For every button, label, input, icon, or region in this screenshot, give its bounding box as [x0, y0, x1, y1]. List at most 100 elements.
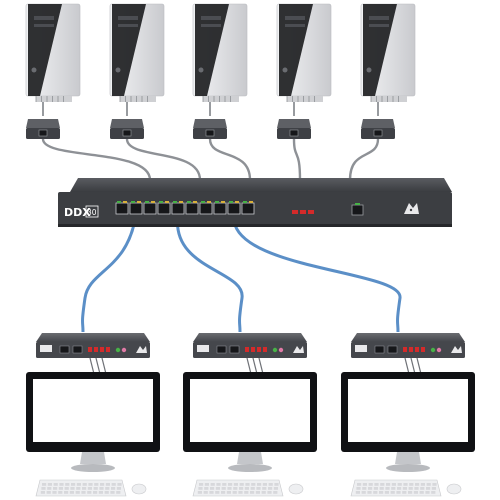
tower-base: [287, 96, 323, 102]
keyboard-key: [197, 491, 202, 494]
port-led: [151, 201, 155, 203]
transmitter-top: [110, 119, 144, 128]
transmitter-port: [205, 129, 215, 137]
monitors: [26, 372, 475, 472]
keyboard-key: [419, 491, 424, 494]
tower-base: [36, 96, 72, 102]
keyboard-key: [420, 483, 425, 486]
port-led: [179, 201, 183, 203]
tower-power-button: [31, 67, 37, 73]
tower-drive-bay: [201, 24, 221, 27]
keyboard-key: [53, 487, 58, 490]
receiver-port: [387, 345, 398, 354]
keyboard-key: [64, 487, 69, 490]
cpu-transmitter-icon: [26, 102, 60, 139]
keyboard-key: [420, 487, 425, 490]
switch-model-label: 30: [87, 208, 97, 217]
switch-brand-label: DDX: [64, 206, 91, 219]
keyboard-key: [368, 483, 373, 486]
mouse-icon: [131, 483, 147, 495]
keyboard-key: [426, 487, 431, 490]
matrix-switch: DDX 30: [58, 178, 452, 227]
receiver-usb-port: [403, 347, 407, 352]
keyboard-key: [53, 483, 58, 486]
keyboard-key: [403, 483, 408, 486]
desktop-tower-icon: [360, 3, 416, 102]
keyboard-key: [379, 491, 384, 494]
keyboard-key: [431, 491, 436, 494]
keyboard-key: [47, 487, 52, 490]
cpu-transmitter-icon: [361, 102, 395, 139]
rj45-port-icon: [199, 202, 213, 215]
keyboard-key: [232, 491, 237, 494]
keyboard-key: [204, 487, 209, 490]
cpu-cable: [208, 138, 252, 181]
tower-drive-bay: [118, 16, 138, 20]
mouse-body: [446, 483, 462, 495]
keyboard-key: [357, 483, 362, 486]
keyboard-key: [105, 483, 110, 486]
brand-logo-icon: [404, 203, 419, 214]
switch-port-row: [115, 201, 255, 215]
cpu-transmitter-icon: [110, 102, 144, 139]
port-led: [137, 201, 141, 203]
switch-front-panel: [58, 192, 452, 226]
receiver-lead: [89, 357, 95, 375]
transmitter-port: [373, 129, 383, 137]
keyboard-key: [408, 487, 413, 490]
keyboard-key: [40, 491, 45, 494]
keyboard-key: [244, 491, 249, 494]
cpu-transmitters: [26, 102, 395, 139]
rj45-port-icon: [213, 202, 227, 215]
keyboard-key: [380, 483, 385, 486]
keyboard-key: [99, 487, 104, 490]
keyboard-key: [215, 487, 220, 490]
receiver-usb-port: [415, 347, 419, 352]
keyboard-key: [87, 491, 92, 494]
keyboard-key: [59, 483, 64, 486]
receiver-lead: [416, 357, 422, 375]
port-led: [145, 201, 149, 203]
port-led: [187, 201, 191, 203]
keyboards-and-mice: [35, 479, 462, 497]
desktop-tower-icon: [25, 3, 81, 102]
keyboard-key: [409, 483, 414, 486]
keyboard-key: [226, 491, 231, 494]
keyboard-key: [425, 491, 430, 494]
keyboard-key: [233, 487, 238, 490]
keyboard-key: [397, 487, 402, 490]
keyboard-key: [239, 487, 244, 490]
rj45-port-icon: [227, 202, 241, 215]
keyboard-key: [256, 487, 261, 490]
keyboard-key: [273, 491, 278, 494]
rj45-port-icon: [115, 202, 129, 215]
keyboard-key: [227, 487, 232, 490]
keyboard-key: [273, 487, 278, 490]
port-led: [243, 201, 247, 203]
status-led: [292, 210, 298, 214]
keyboard-key: [117, 483, 122, 486]
receiver-usb-port: [257, 347, 261, 352]
keyboard-key: [221, 491, 226, 494]
monitor-icon: [26, 372, 160, 472]
keyboard-key: [396, 491, 401, 494]
computer-towers: [25, 3, 416, 102]
keyboard-key: [268, 487, 273, 490]
monitor-screen: [190, 379, 310, 442]
receiver-badge: [40, 345, 52, 352]
receiver-port: [229, 345, 240, 354]
keyboard-key: [245, 483, 250, 486]
tower-drive-bay: [34, 16, 54, 20]
receiver-top: [351, 333, 465, 342]
keyboard-key: [75, 491, 80, 494]
desktop-tower-icon: [276, 3, 332, 102]
receiver-lead: [410, 357, 416, 375]
tower-drive-bay: [118, 24, 138, 27]
status-led: [308, 210, 314, 214]
network-cable: [81, 213, 138, 333]
network-cable: [232, 213, 402, 333]
mouse-icon: [446, 483, 462, 495]
keyboard-key: [221, 487, 226, 490]
keyboard-key: [408, 491, 413, 494]
